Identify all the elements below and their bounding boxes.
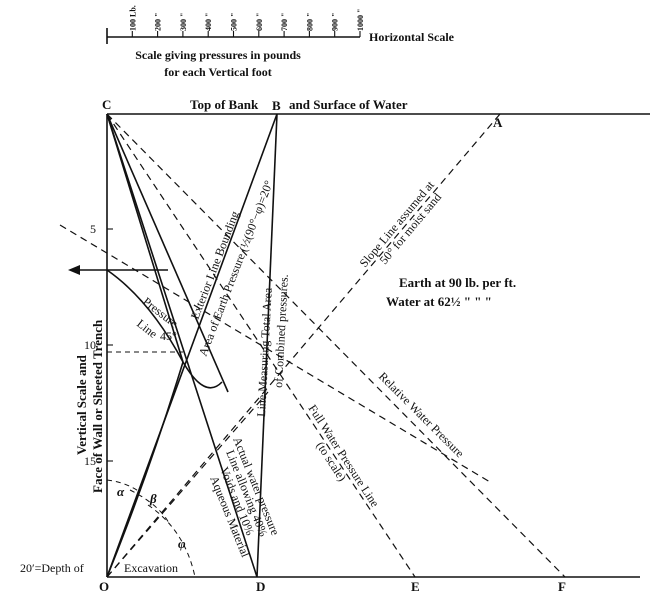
- point-b-label: B: [272, 98, 281, 113]
- pressure-curve: [106, 269, 223, 389]
- tick-15-label: 15: [84, 454, 96, 468]
- scale-title: Horizontal Scale: [369, 30, 455, 44]
- scale-caption-2: for each Vertical foot: [164, 65, 271, 79]
- wall-label-2: Face of Wall or Sheeted Trench: [90, 319, 105, 493]
- scale-tick-label: 200 ": [154, 13, 163, 31]
- scale-tick-label: 600 ": [255, 13, 264, 31]
- vertical-scale-ticks: 5 10 15: [84, 222, 113, 468]
- scale-tick-label: 500 ": [230, 13, 239, 31]
- top-of-bank-label: Top of Bank: [190, 97, 259, 112]
- wall-label-1: Vertical Scale and: [74, 354, 89, 455]
- point-f-label: F: [558, 579, 566, 593]
- line-c-lower: [106, 113, 229, 393]
- line-b-to-d: [256, 113, 278, 578]
- alpha-arc: [106, 479, 141, 493]
- line-b-to-o: [106, 113, 278, 578]
- excavation-label: Excavation: [124, 561, 178, 575]
- earth-weight-label: Earth at 90 lb. per ft.: [399, 275, 516, 290]
- point-a-label: A: [493, 115, 503, 130]
- scale-tick-label: 1000 ": [356, 9, 365, 31]
- pressure-curve-lower: [106, 361, 184, 578]
- point-c-label: C: [102, 97, 111, 112]
- surface-of-water-label: and Surface of Water: [289, 97, 408, 112]
- full-water-label-1: Full Water Pressure Line: [305, 402, 382, 510]
- slope-line-dashed: [106, 113, 501, 578]
- tick-5-label: 5: [90, 222, 96, 236]
- depth-label: 20′=Depth of: [20, 561, 84, 575]
- scale-tick-label: 900 ": [331, 13, 340, 31]
- combined-line-label-1: Line Measuring Total Area: [254, 287, 275, 417]
- scale-tick-label: 400 ": [204, 13, 213, 31]
- scale-tick-label: 700 ": [280, 13, 289, 31]
- tick-10-label: 10: [84, 338, 96, 352]
- point-e-label: E: [411, 579, 420, 593]
- scale-tick-label: 300 ": [179, 13, 188, 31]
- phi-label: φ: [178, 536, 186, 551]
- horizontal-scale: 100 Lb. 200 " 300 " 400 " 500 " 600 " 700 " 800…: [106, 5, 455, 79]
- relative-water-label: Relative Water Pressure: [376, 369, 467, 460]
- point-o-label: O: [99, 579, 109, 593]
- combined-line-label-2: of Combined pressures.: [271, 274, 291, 388]
- water-weight-label: Water at 62½ " " ": [386, 294, 492, 309]
- alpha-label: α: [117, 484, 125, 499]
- pressure-arrow: [68, 265, 168, 275]
- line-c-to-d: [106, 113, 258, 578]
- scale-tick-label: 800 ": [305, 13, 314, 31]
- point-d-label: D: [256, 579, 265, 593]
- beta-label: β: [149, 491, 157, 506]
- lower-diagonal-dashed: [106, 391, 269, 578]
- beta-arc: [129, 489, 171, 526]
- relative-water-pressure-dashed: [106, 113, 566, 578]
- scale-caption-1: Scale giving pressures in pounds: [135, 48, 301, 62]
- angle-45-label: 45°: [160, 329, 177, 343]
- scale-tick-label: 100 Lb.: [128, 5, 137, 31]
- slope-line-label-1: Slope Line assumed at: [357, 177, 438, 269]
- arrow-head-icon: [68, 265, 80, 275]
